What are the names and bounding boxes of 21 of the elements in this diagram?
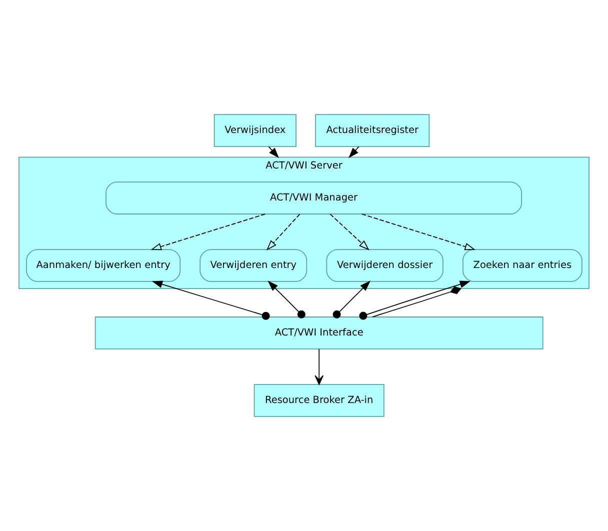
arrow <box>332 280 371 318</box>
node-box: Verwijderen entry <box>200 249 308 282</box>
arrow <box>361 214 476 250</box>
node-box: Verwijsindex <box>214 114 296 147</box>
arrow <box>330 214 370 250</box>
node-box: Resource Broker ZA-in <box>254 384 384 417</box>
node-box: Aanmaken/ bijwerken entry <box>26 249 181 282</box>
arrow <box>314 348 324 385</box>
arrow <box>266 214 300 250</box>
arrow <box>268 280 306 318</box>
connector <box>372 286 462 318</box>
node-box: Verwijderen dossier <box>326 249 444 282</box>
arrow <box>150 214 266 250</box>
node-box: Actualiteitsregister <box>315 114 430 147</box>
arrow <box>359 280 471 320</box>
arrow <box>348 146 360 158</box>
node-box: ACT/VWI Interface <box>94 316 544 350</box>
arrow <box>268 146 280 158</box>
arrow <box>152 280 270 320</box>
node-box: ACT/VWI Manager <box>106 182 522 214</box>
node-box: Zoeken naar entries <box>462 249 582 282</box>
